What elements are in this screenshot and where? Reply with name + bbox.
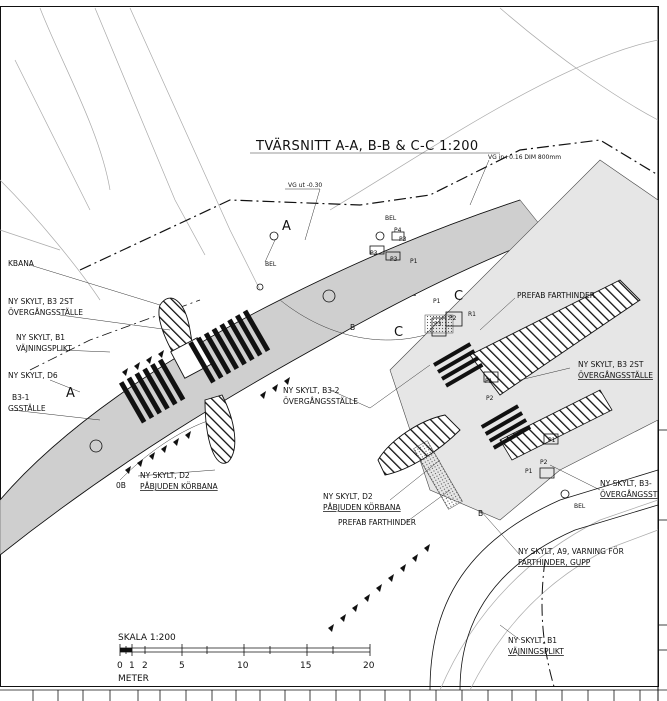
yield-teeth-bottom: [328, 544, 430, 632]
sign-plates: [369, 231, 559, 479]
label-overgang-far: ÖVERGÅNGSST: [600, 490, 658, 499]
island-hatch-left-bottom: [204, 394, 236, 464]
section-mark-a: A: [282, 219, 291, 234]
label-p4: P4: [394, 227, 402, 234]
label-b3-1: B3-1: [12, 393, 30, 402]
scale-tick-0: 0: [117, 661, 123, 671]
label-kbana: KBANA: [8, 259, 35, 268]
label-skylt-b1-right: NY SKYLT, B1: [508, 636, 557, 645]
property-lines: [0, 7, 659, 691]
label-p3-a: P3: [399, 236, 407, 243]
scale-unit: METER: [118, 674, 149, 684]
section-mark-b: B: [350, 323, 355, 332]
label-farthinder-gupp: FARTHINDER, GUPP: [518, 558, 591, 567]
label-overgang-left: ÖVERGÅNGSSTÄLLE: [8, 308, 83, 317]
label-p3-b: P3: [370, 250, 378, 257]
label-p2-a: P2: [449, 315, 457, 322]
scale-tick-15: 15: [300, 661, 311, 671]
label-p3-c: P3: [390, 256, 398, 263]
scale-tick-1: 1: [129, 661, 135, 671]
label-vajning-right: VÄJNINGSPLIKT: [508, 647, 564, 656]
scale-bar: SKALA 1:200 0 1 2 5 10 15 20 METER: [117, 633, 375, 684]
label-overgang-b3-2: ÖVERGÅNGSSTÄLLE: [283, 397, 358, 406]
label-pabjuden-mid: PÅBJUDEN KÖRBANA: [323, 503, 402, 512]
label-skylt-a9: NY SKYLT, A9, VARNING FÖR: [518, 547, 624, 556]
section-mark-c: C: [454, 289, 463, 304]
label-gsstalle: GSSTÄLLE: [8, 404, 46, 413]
scale-tick-2: 2: [142, 661, 148, 671]
label-vg-top: VG in+0.16 DIM 800mm: [488, 154, 561, 161]
label-skylt-b3-2st-left: NY SKYLT, B3 2ST: [8, 297, 74, 306]
label-bel-right: BEL: [574, 503, 586, 510]
label-vajning-left: VÄJNINGSPLIKT: [16, 344, 72, 353]
label-r1: R1: [468, 311, 476, 318]
label-skylt-d2-left: NY SKYLT, D2: [140, 471, 190, 480]
section-mark-a2: A: [66, 386, 75, 401]
label-p2-c: P2: [540, 459, 548, 466]
sign-poles: [89, 231, 570, 499]
label-p3-d: P3: [434, 321, 442, 328]
scale-tick-20: 20: [363, 661, 375, 671]
label-skylt-b1-left: NY SKYLT, B1: [16, 333, 65, 342]
label-p1-c: P1: [485, 378, 493, 385]
scale-label: SKALA 1:200: [118, 633, 176, 643]
label-bel-mid: BEL: [265, 261, 277, 268]
section-mark-c2: C: [394, 325, 403, 340]
section-mark-b2: B: [478, 509, 483, 518]
label-prefab-top: PREFAB FARTHINDER: [517, 291, 595, 300]
label-vg-left: VG ut -0.30: [288, 182, 322, 189]
leader-lines: [11, 152, 601, 641]
label-skylt-b3-2: NY SKYLT, B3-2: [283, 386, 340, 395]
label-skylt-b3-far: NY SKYLT, B3-: [600, 479, 652, 488]
zebra-crossing-right: [433, 342, 484, 388]
label-overgang-right: ÖVERGÅNGSSTÄLLE: [578, 371, 653, 380]
drawing-title: TVÄRSNITT A-A, B-B & C-C 1:200: [255, 138, 479, 154]
speed-hump-hatch-lower: [377, 414, 461, 476]
label-ob: 0B: [116, 481, 126, 490]
label-pabjuden-left: PÅBJUDEN KÖRBANA: [140, 482, 219, 491]
scale-tick-10: 10: [237, 661, 249, 671]
title-block-edge: [658, 429, 667, 651]
label-p1-b: P1: [433, 298, 441, 305]
label-skylt-d2-mid: NY SKYLT, D2: [323, 492, 373, 501]
label-p1-d: P1: [548, 437, 556, 444]
yield-teeth-left: [122, 350, 290, 474]
bottom-border-ticks: [0, 689, 667, 701]
label-skylt-b3-2st-right: NY SKYLT, B3 2ST: [578, 360, 644, 369]
label-bel-top: BEL: [385, 215, 397, 222]
label-prefab-bottom: PREFAB FARTHINDER: [338, 518, 416, 527]
label-p1-a: P1: [410, 258, 418, 265]
label-p2-b: P2: [486, 395, 494, 402]
label-p1-e: P1: [525, 468, 533, 475]
label-skylt-d6: NY SKYLT, D6: [8, 371, 58, 380]
zebra-crossing-left: [118, 309, 271, 424]
scale-tick-5: 5: [179, 661, 185, 671]
